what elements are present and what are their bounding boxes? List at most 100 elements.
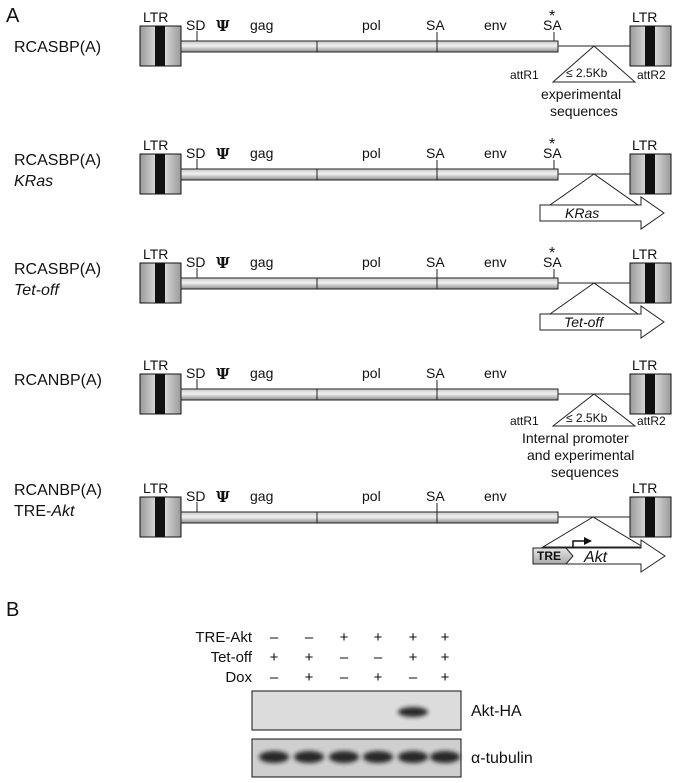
ltr-label-left: LTR: [143, 137, 168, 153]
insert-site: attR1 ≤ 2.5Kb attR2 experimental sequenc…: [510, 45, 666, 119]
pol-label: pol: [362, 145, 381, 161]
construct-name: RCANBP(A): [14, 372, 102, 389]
condition-label-1: TRE-Akt: [195, 629, 253, 646]
gag-label: gag: [250, 365, 273, 381]
condition-sign: –: [270, 669, 279, 686]
promoter-arrow-icon: [572, 540, 588, 548]
condition-sign: +: [374, 669, 383, 686]
attr1-label: attR1: [510, 414, 539, 428]
insert-triangle: [551, 393, 637, 427]
tre-box: [532, 547, 574, 565]
ltr-right-core: [645, 26, 655, 66]
sa-label: SA: [426, 488, 445, 504]
construct-gene-italic: Akt: [50, 503, 75, 520]
blot-band: [363, 751, 393, 763]
insert-triangle: [548, 173, 640, 206]
attr2-label: attR2: [637, 414, 666, 428]
construct-gene: KRas: [14, 173, 53, 190]
insert-triangle: [541, 516, 645, 548]
insert-site: attR1 ≤ 2.5Kb attR2 Internal promoter an…: [510, 393, 666, 480]
condition-sign: +: [409, 629, 418, 646]
gag-label: gag: [250, 488, 273, 504]
ltr-right-core: [645, 374, 655, 414]
attr2-label: attR2: [637, 68, 666, 82]
ltr-label-right: LTR: [632, 246, 657, 262]
sd-label: SD: [186, 254, 205, 270]
psi-label: Ψ: [216, 17, 230, 35]
genome-tube: [180, 40, 559, 53]
construct-2: RCASBP(A) KRas LTR SD Ψ gag pol SA env S…: [14, 136, 672, 230]
ltr-label-right: LTR: [632, 9, 657, 25]
condition-sign: +: [374, 629, 383, 646]
env-label: env: [484, 145, 507, 161]
kras-arrow: [539, 196, 665, 230]
env-label: env: [484, 365, 507, 381]
condition-sign: +: [441, 669, 450, 686]
condition-sign: +: [305, 669, 314, 686]
insert-desc-line2: and experimental: [527, 447, 634, 463]
ltr-label-left: LTR: [143, 246, 168, 262]
asterisk-label: *: [549, 245, 555, 262]
asterisk-label: *: [549, 8, 555, 25]
blot-band: [294, 751, 324, 763]
provirus-map: LTR SD Ψ gag pol SA env SA * LTR: [139, 136, 672, 195]
pol-label: pol: [362, 17, 381, 33]
sd-label: SD: [186, 145, 205, 161]
akt-label: Akt: [583, 549, 608, 566]
tre-label: TRE: [537, 549, 561, 563]
blot-band: [398, 751, 428, 763]
ltr-right-core: [645, 263, 655, 303]
ltr-right-core: [645, 154, 655, 194]
asterisk-label: *: [549, 136, 555, 153]
insert-desc-line3: sequences: [551, 464, 619, 480]
genome-tube: [180, 168, 559, 181]
condition-sign: +: [441, 629, 450, 646]
psi-label: Ψ: [216, 488, 230, 506]
insert-desc-line2: sequences: [550, 103, 618, 119]
provirus-map: LTR SD Ψ gag pol SA env LTR: [139, 480, 672, 538]
sd-label: SD: [186, 365, 205, 381]
tubulin-label: α-tubulin: [471, 750, 533, 767]
gag-label: gag: [250, 254, 273, 270]
condition-sign: –: [270, 629, 279, 646]
env-label: env: [484, 17, 507, 33]
pol-label: pol: [362, 254, 381, 270]
condition-sign: +: [409, 649, 418, 666]
condition-label-2: Tet-off: [211, 649, 253, 666]
condition-sign: –: [340, 649, 349, 666]
insert-desc-line1: Internal promoter: [522, 430, 629, 446]
gag-label: gag: [250, 145, 273, 161]
condition-sign: –: [340, 669, 349, 686]
sa-label: SA: [426, 145, 445, 161]
construct-1: RCASBP(A) LTR SD Ψ gag pol SA env SA * L…: [14, 8, 672, 119]
condition-signs: ––++++++––++–+–+–+: [270, 629, 450, 686]
construct-gene: TRE-Akt: [14, 503, 75, 520]
panel-label-a: A: [6, 5, 20, 27]
construct-gene-prefix: TRE-: [14, 503, 51, 520]
insert-triangle: [548, 282, 640, 315]
insert-desc-line1: experimental: [541, 86, 621, 102]
sa2-label: SA: [543, 254, 562, 270]
insert-triangle: [551, 45, 637, 83]
akt-ha-label: Akt-HA: [471, 703, 522, 720]
tetoff-arrow: [539, 305, 665, 339]
provirus-map: LTR SD Ψ gag pol SA env SA * LTR: [139, 245, 672, 304]
provirus-map: LTR SD Ψ gag pol SA env SA * LTR: [139, 8, 672, 67]
construct-5: RCANBP(A) TRE-Akt LTR SD Ψ gag pol SA en…: [14, 480, 672, 573]
condition-sign: –: [374, 649, 383, 666]
ltr-label-left: LTR: [143, 357, 168, 373]
genome-tube: [180, 388, 559, 401]
sd-label: SD: [186, 17, 205, 33]
ltr-label-right: LTR: [632, 480, 657, 496]
condition-sign: –: [305, 629, 314, 646]
ltr-label-right: LTR: [632, 137, 657, 153]
ltr-left-core: [155, 374, 165, 414]
construct-3: RCASBP(A) Tet-off LTR SD Ψ gag pol SA en…: [14, 245, 672, 339]
ltr-left-core: [155, 154, 165, 194]
insert-site: KRas: [539, 173, 665, 230]
ltr-label-left: LTR: [143, 9, 168, 25]
condition-sign: +: [340, 629, 349, 646]
